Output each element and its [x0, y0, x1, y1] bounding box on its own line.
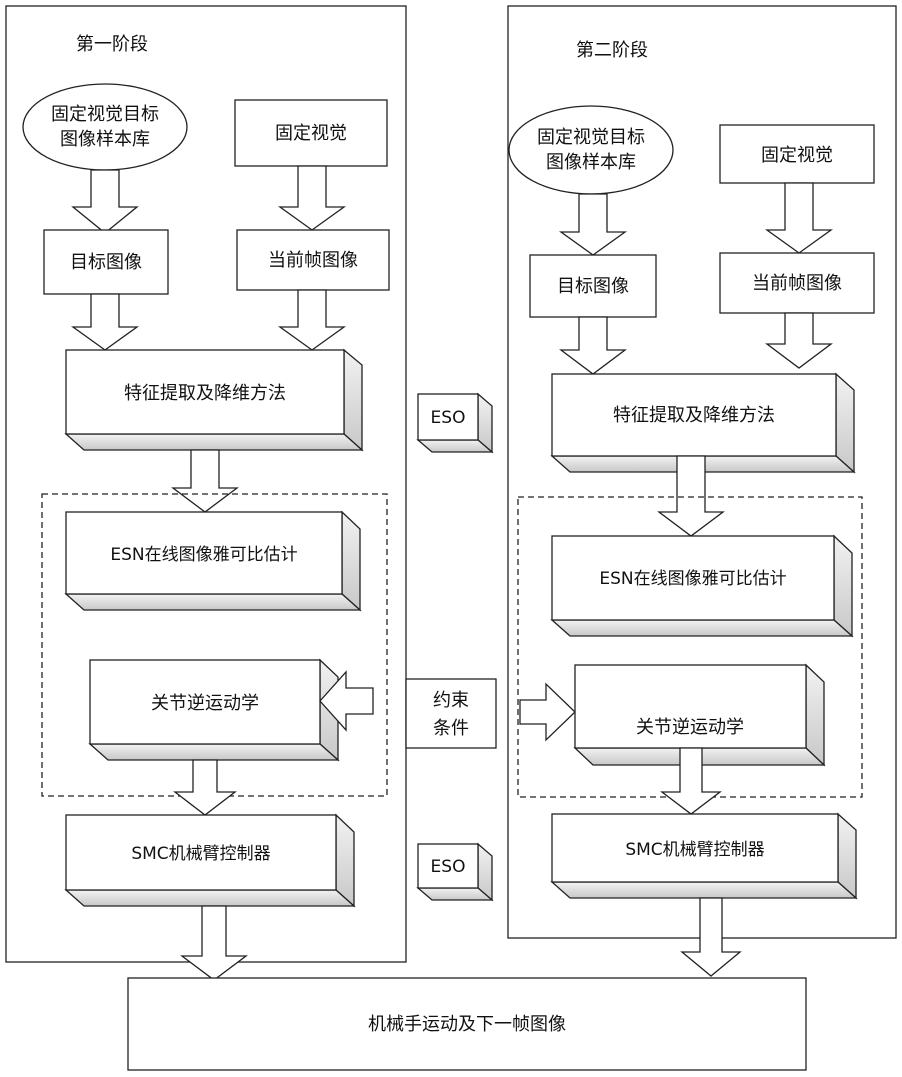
eso-bottom-box: ESO — [418, 844, 492, 900]
stage1-esn-box: ESN在线图像雅可比估计 — [66, 512, 360, 610]
svg-text:目标图像: 目标图像 — [557, 276, 629, 297]
svg-text:SMC机械臂控制器: SMC机械臂控制器 — [131, 844, 270, 864]
stage2-esn-box: ESN在线图像雅可比估计 — [552, 536, 852, 636]
svg-text:关节逆运动学: 关节逆运动学 — [151, 693, 259, 714]
constraint-box: 约束 条件 — [406, 679, 496, 748]
svg-text:关节逆运动学: 关节逆运动学 — [636, 717, 744, 738]
stage1-smc-box: SMC机械臂控制器 — [66, 815, 354, 906]
stage1-camera-box: 固定视觉 — [235, 100, 387, 166]
svg-text:固定视觉目标: 固定视觉目标 — [51, 104, 159, 125]
stage2-sample-library: 固定视觉目标 图像样本库 — [509, 106, 673, 194]
svg-text:ESN在线图像雅可比估计: ESN在线图像雅可比估计 — [599, 569, 786, 589]
svg-text:约束: 约束 — [433, 690, 469, 711]
output-label: 机械手运动及下一帧图像 — [368, 1014, 566, 1035]
stage2-smc-box: SMC机械臂控制器 — [552, 814, 856, 898]
stage1-sample-library: 固定视觉目标 图像样本库 — [23, 84, 187, 170]
svg-text:特征提取及降维方法: 特征提取及降维方法 — [613, 405, 775, 426]
stage1-target-image-box: 目标图像 — [44, 230, 168, 294]
stage1-title: 第一阶段 — [76, 34, 148, 55]
svg-text:固定视觉目标: 固定视觉目标 — [537, 127, 645, 148]
output-box: 机械手运动及下一帧图像 — [128, 978, 806, 1070]
stage2-title: 第二阶段 — [576, 40, 648, 61]
svg-text:当前帧图像: 当前帧图像 — [268, 250, 358, 271]
svg-text:固定视觉: 固定视觉 — [275, 123, 347, 144]
svg-text:固定视觉: 固定视觉 — [761, 145, 833, 166]
stage2-current-frame-box: 当前帧图像 — [720, 253, 874, 313]
svg-text:图像样本库: 图像样本库 — [546, 152, 636, 173]
svg-text:特征提取及降维方法: 特征提取及降维方法 — [124, 383, 286, 404]
stage2-camera-box: 固定视觉 — [720, 125, 874, 183]
stage1-current-frame-box: 当前帧图像 — [237, 230, 389, 290]
svg-text:ESN在线图像雅可比估计: ESN在线图像雅可比估计 — [110, 545, 297, 565]
stage1-feature-extraction-box: 特征提取及降维方法 — [66, 350, 362, 450]
eso-bottom-label: ESO — [431, 857, 466, 877]
svg-text:目标图像: 目标图像 — [70, 252, 142, 273]
stage1-inverse-kinematics-box: 关节逆运动学 — [90, 660, 338, 760]
eso-top-box: ESO — [418, 394, 492, 452]
eso-top-label: ESO — [431, 408, 466, 428]
svg-text:图像样本库: 图像样本库 — [60, 129, 150, 150]
svg-text:条件: 条件 — [433, 718, 469, 739]
svg-text:当前帧图像: 当前帧图像 — [752, 273, 842, 294]
svg-text:SMC机械臂控制器: SMC机械臂控制器 — [625, 840, 764, 860]
stage2-target-image-box: 目标图像 — [530, 255, 656, 317]
